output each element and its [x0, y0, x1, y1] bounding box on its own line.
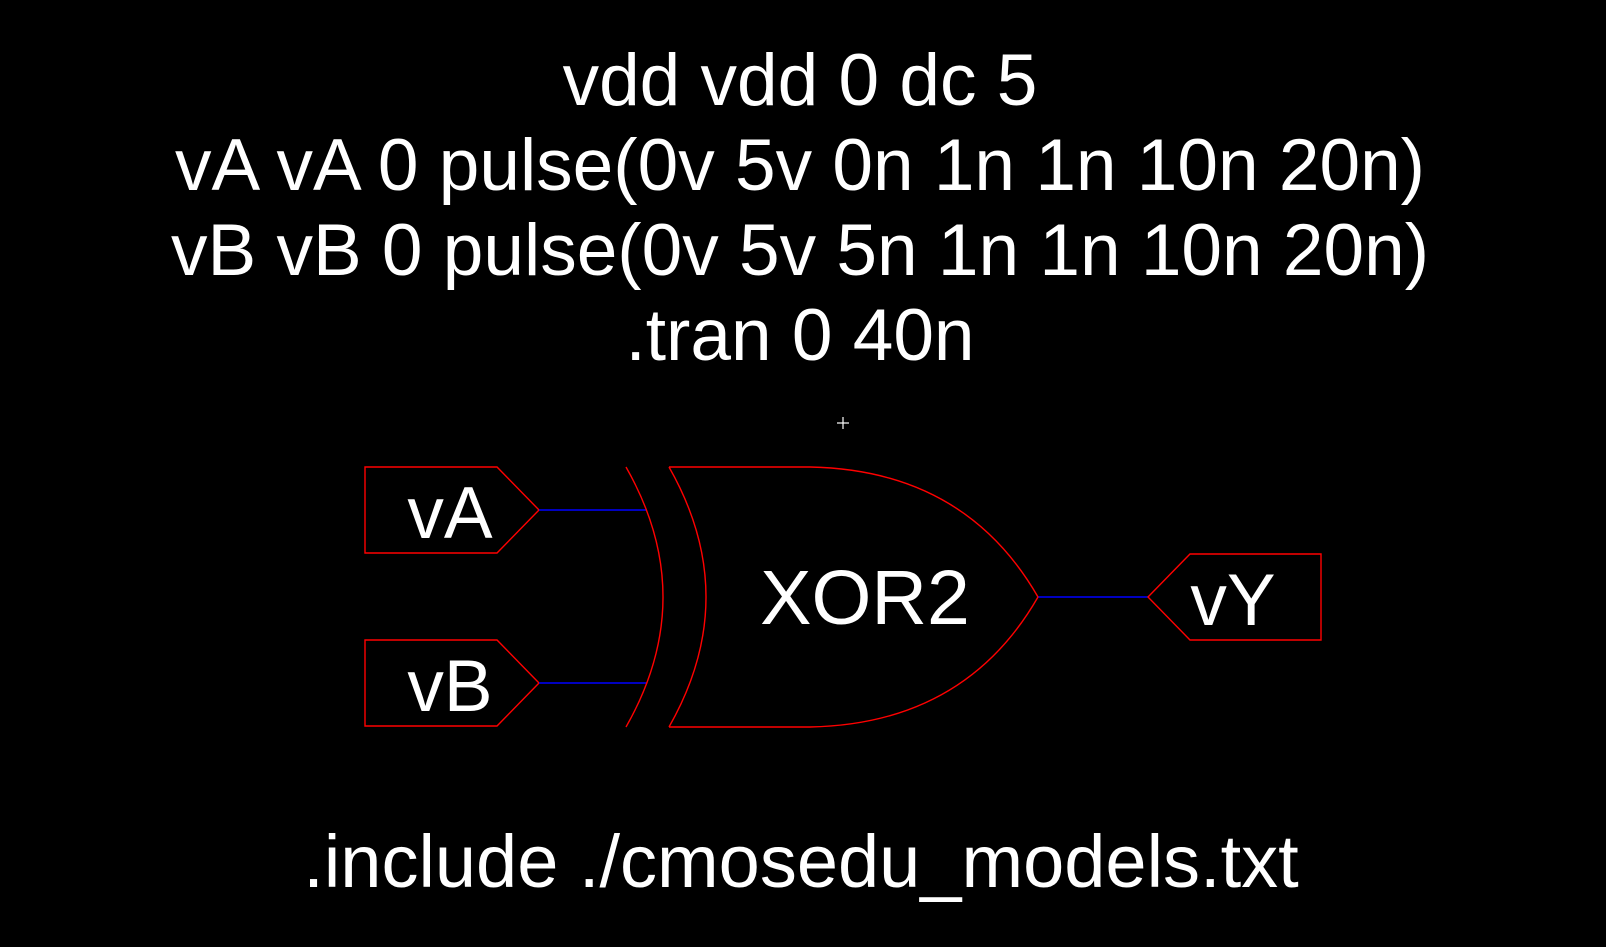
- spice-directives[interactable]: vdd vdd 0 dc 5 vA vA 0 pulse(0v 5v 0n 1n…: [171, 40, 1429, 376]
- port-va[interactable]: vA: [364, 466, 540, 554]
- gate-label: XOR2: [760, 555, 970, 641]
- port-vy[interactable]: vY: [1147, 553, 1322, 641]
- or-top-curve: [669, 466, 1039, 598]
- port-vy-outline: [1147, 553, 1322, 641]
- directive-tran[interactable]: .tran 0 40n: [625, 295, 974, 376]
- port-vb[interactable]: vB: [364, 639, 540, 727]
- directive-vdd[interactable]: vdd vdd 0 dc 5: [563, 40, 1038, 121]
- or-bottom-curve: [669, 596, 1039, 728]
- port-va-label: vA: [407, 473, 493, 554]
- port-va-outline: [364, 466, 540, 554]
- directive-include[interactable]: .include ./cmosedu_models.txt: [303, 820, 1299, 903]
- port-vb-outline: [364, 639, 540, 727]
- directive-vb[interactable]: vB vB 0 pulse(0v 5v 5n 1n 1n 10n 20n): [171, 210, 1429, 291]
- directive-va[interactable]: vA vA 0 pulse(0v 5v 0n 1n 1n 10n 20n): [175, 125, 1425, 206]
- port-vb-label: vB: [407, 646, 492, 727]
- port-vy-label: vY: [1190, 560, 1275, 641]
- xor-input-arc: [625, 466, 664, 728]
- crosshair-cursor-icon: [837, 417, 849, 429]
- xor2-gate-symbol[interactable]: XOR2: [625, 466, 1039, 728]
- or-input-arc: [668, 466, 707, 728]
